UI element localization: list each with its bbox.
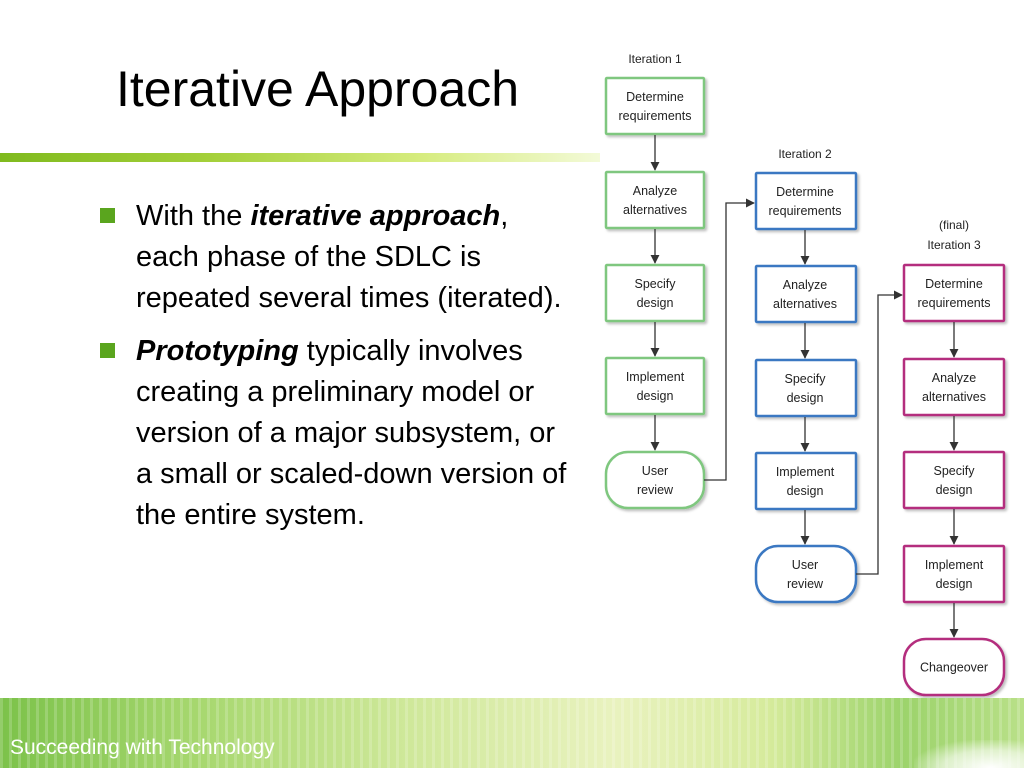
flow-step-label: Implement — [626, 370, 685, 384]
flow-step-label: design — [787, 391, 824, 405]
flow-step-label: requirements — [769, 204, 842, 218]
bullet-emphasis: Prototyping — [136, 335, 299, 367]
flow-step-box — [604, 450, 706, 510]
iteration-header-3: (final) — [939, 218, 969, 232]
title-underline — [0, 153, 600, 162]
flow-step-label: Analyze — [932, 371, 977, 385]
flow-step-label: Specify — [934, 464, 976, 478]
flow-step-label: design — [637, 296, 674, 310]
flow-step-box — [902, 637, 1006, 697]
bullet-list: With the iterative approach, each phase … — [98, 196, 578, 548]
flow-step-label: User — [642, 464, 668, 478]
flow-step-label: requirements — [918, 296, 991, 310]
flow-step-label: Determine — [925, 277, 983, 291]
bullet-square-icon — [100, 343, 115, 358]
iteration-header-3: Iteration 3 — [927, 238, 981, 252]
flow-step-label: Analyze — [783, 278, 828, 292]
flow-step-label: User — [792, 558, 818, 572]
flow-step-label: Specify — [635, 277, 677, 291]
iteration-connector-arrow — [704, 198, 755, 481]
bullet-text-pre: With the — [136, 200, 251, 232]
flow-step-label: Analyze — [633, 184, 678, 198]
bullet-square-icon — [100, 208, 115, 223]
bullet-emphasis: iterative approach — [250, 200, 501, 232]
flow-step-label: Determine — [626, 90, 684, 104]
flow-step-label: Determine — [776, 185, 834, 199]
flow-step-box — [604, 76, 706, 136]
footer-text: Succeeding with Technology — [10, 736, 275, 759]
flow-step-label: alternatives — [773, 297, 837, 311]
iteration-header-2: Iteration 2 — [778, 147, 832, 161]
flow-step-label: Specify — [785, 372, 827, 386]
flow-step-label: design — [787, 484, 824, 498]
bullet-prototyping: Prototyping typically involves creating … — [98, 331, 578, 536]
flow-step-box — [754, 358, 858, 418]
flow-step-label: Implement — [925, 558, 984, 572]
flow-step-box — [902, 450, 1006, 510]
flow-step-label: alternatives — [623, 203, 687, 217]
footer-band: Succeeding with Technology — [0, 698, 1024, 768]
flow-step-box — [902, 357, 1006, 417]
flow-step-label: design — [936, 483, 973, 497]
flow-step-box — [902, 544, 1006, 604]
flow-step-box — [604, 170, 706, 230]
flow-step-label: design — [637, 389, 674, 403]
flow-step-label: Implement — [776, 465, 835, 479]
flow-step-label: review — [637, 483, 674, 497]
bullet-text-post: , each phase of the SDLC is repeated sev… — [136, 200, 562, 314]
flow-step-label: review — [787, 577, 824, 591]
flow-step-label: alternatives — [922, 390, 986, 404]
iteration-header-1: Iteration 1 — [628, 52, 682, 66]
flow-step-label: requirements — [619, 109, 692, 123]
bullet-iterative: With the iterative approach, each phase … — [98, 196, 578, 319]
flow-step-box — [902, 263, 1006, 323]
flow-step-box — [604, 356, 706, 416]
slide-title: Iterative Approach — [116, 61, 520, 117]
flow-step-box — [754, 451, 858, 511]
flow-step-box — [754, 171, 858, 231]
flow-step-box — [754, 544, 858, 604]
bullet-text-post: typically involves creating a preliminar… — [136, 335, 567, 531]
flow-step-label: design — [936, 577, 973, 591]
footer-glow — [914, 740, 1024, 768]
flow-step-box — [754, 264, 858, 324]
flow-step-label: Changeover — [920, 661, 988, 675]
iteration-connector-arrow — [856, 290, 903, 575]
flow-step-box — [604, 263, 706, 323]
